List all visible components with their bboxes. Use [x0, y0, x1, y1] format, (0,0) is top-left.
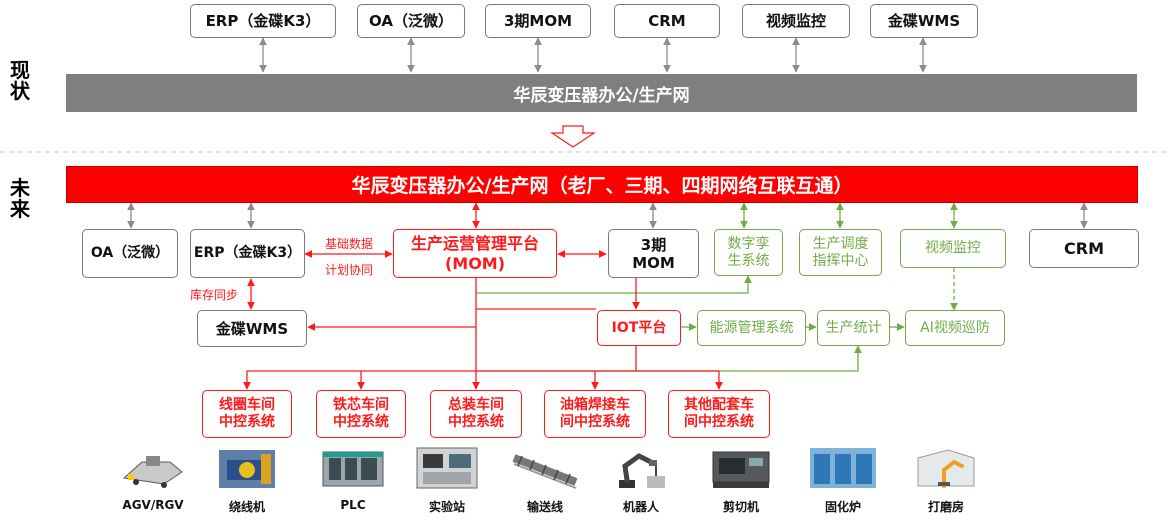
equipment-grinding-room: 打磨房	[896, 446, 996, 515]
future-wms-box: 金碟WMS	[197, 310, 307, 347]
equipment-label: 实验站	[428, 500, 465, 514]
transition-arrow	[550, 125, 596, 148]
current-erp-box: ERP（金碟K3）	[190, 4, 336, 38]
workshop-other-box: 其他配套车 间中控系统	[668, 390, 770, 438]
equipment-plc: PLC	[303, 448, 403, 512]
equipment-label: PLC	[340, 498, 366, 512]
future-state-label: 未 来	[10, 176, 30, 221]
equipment-label: 打磨房	[927, 500, 964, 514]
current-mom-box: 3期MOM	[485, 4, 591, 38]
equipment-label: 机器人	[622, 500, 659, 514]
equipment-robot: 机器人	[591, 446, 691, 515]
test-station-icon	[416, 447, 478, 489]
equipment-conveyor: 输送线	[495, 450, 595, 515]
dispatch-center-box: 生产调度 指挥中心	[799, 229, 882, 276]
equipment-label: AGV/RGV	[122, 498, 184, 512]
note-basic-data: 基础数据	[325, 237, 374, 251]
digital-twin-box: 数字孪 生系统	[714, 229, 783, 276]
future-network-bar: 华辰变压器办公/生产网（老厂、三期、四期网络互联互通）	[66, 166, 1138, 203]
conveyor-icon	[512, 454, 578, 489]
production-stats-box: 生产统计	[817, 310, 890, 346]
grinding-room-icon	[917, 449, 975, 488]
future-erp-box: ERP（金碟K3）	[190, 229, 305, 278]
equipment-curing-oven: 固化炉	[793, 446, 893, 515]
future-oa-box: OA（泛微）	[82, 229, 178, 278]
equipment-cutting: 剪切机	[691, 446, 791, 515]
current-state-label: 现 状	[10, 58, 30, 103]
current-crm-box: CRM	[614, 4, 720, 38]
note-inventory: 库存同步	[190, 288, 239, 302]
equipment-winding: 绕线机	[197, 448, 297, 515]
equipment-label: 固化炉	[824, 500, 861, 514]
workshop-core-box: 铁芯车间 中控系统	[316, 390, 406, 438]
current-network-bar: 华辰变压器办公/生产网	[66, 74, 1137, 112]
future-gray-connectors	[127, 202, 1088, 229]
workshop-coil-box: 线圈车间 中控系统	[202, 390, 292, 438]
future-mom3-box: 3期 MOM	[608, 229, 699, 278]
equipment-label: 绕线机	[228, 500, 265, 514]
curing-oven-icon	[810, 448, 876, 488]
ai-patrol-box: AI视频巡防	[905, 310, 1005, 346]
workshop-tank-welding-box: 油箱焊接车 间中控系统	[544, 390, 646, 438]
cutting-machine-icon	[712, 451, 770, 488]
winding-machine-icon	[219, 450, 275, 488]
equipment-agv: AGV/RGV	[103, 448, 203, 512]
equipment-label: 输送线	[526, 500, 563, 514]
current-wms-box: 金碟WMS	[870, 4, 978, 38]
plc-icon	[322, 451, 384, 487]
future-video-box: 视频监控	[900, 229, 1006, 268]
current-video-box: 视频监控	[742, 4, 850, 38]
workshop-assembly-box: 总装车间 中控系统	[430, 390, 522, 438]
iot-platform-box: IOT平台	[597, 310, 681, 346]
robot-icon	[619, 453, 665, 488]
note-plan: 计划协同	[325, 263, 374, 277]
current-oa-box: OA（泛微）	[357, 4, 465, 38]
future-red-connectors	[243, 202, 723, 390]
current-connectors	[259, 37, 927, 73]
energy-system-box: 能源管理系统	[697, 310, 806, 346]
future-crm-box: CRM	[1029, 229, 1139, 268]
equipment-label: 剪切机	[722, 500, 759, 514]
equipment-test-station: 实验站	[397, 446, 497, 515]
mom-platform-box: 生产运营管理平台 (MOM)	[393, 229, 557, 278]
agv-icon	[122, 456, 183, 488]
